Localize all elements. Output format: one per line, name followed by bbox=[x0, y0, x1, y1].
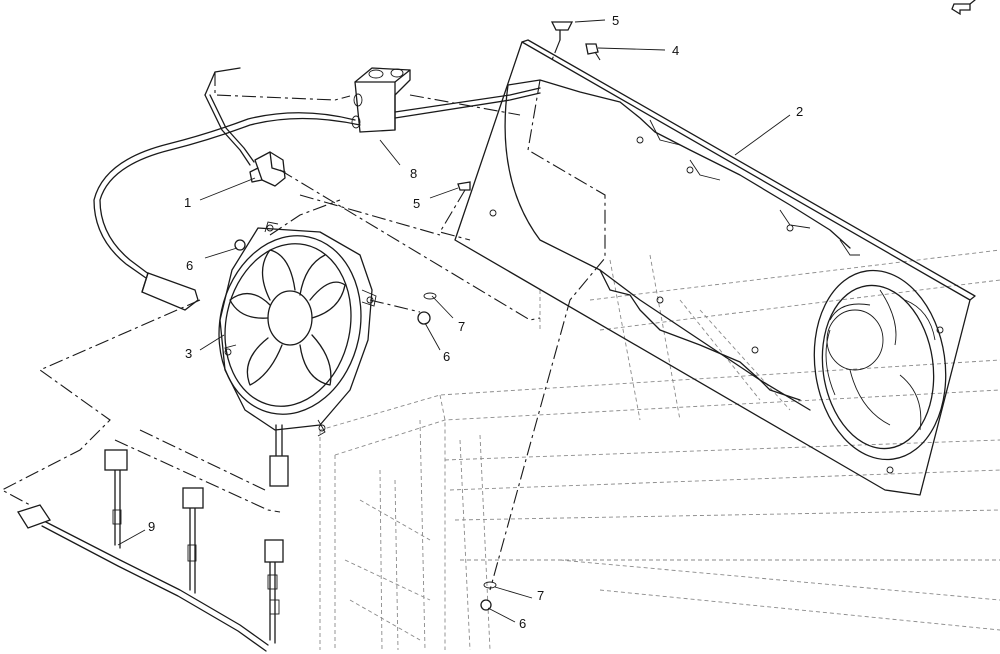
callout-2: 2 bbox=[796, 104, 803, 119]
hardware-fasteners bbox=[234, 21, 599, 611]
callout-7-lower: 7 bbox=[537, 588, 544, 603]
assembly-centerlines bbox=[0, 39, 606, 591]
callout-5-top: 5 bbox=[612, 13, 619, 28]
return-arrow-icon[interactable] bbox=[951, 0, 976, 16]
vehicle-frame-outline bbox=[319, 249, 1000, 651]
callout-6-upper: 6 bbox=[186, 258, 193, 273]
callout-3: 3 bbox=[185, 346, 192, 361]
temperature-sensor-assembly bbox=[93, 67, 541, 311]
callout-6-lower: 6 bbox=[519, 616, 526, 631]
callout-6-middle: 6 bbox=[443, 349, 450, 364]
cooling-fan bbox=[218, 221, 377, 487]
callout-7-upper: 7 bbox=[458, 319, 465, 334]
fan-shroud bbox=[454, 39, 976, 496]
callout-4: 4 bbox=[672, 43, 679, 58]
callout-1: 1 bbox=[184, 195, 191, 210]
leader-lines bbox=[117, 19, 791, 623]
wiring-harness bbox=[17, 449, 284, 652]
callout-labels: 5 4 2 8 1 5 6 7 3 6 9 7 6 bbox=[148, 13, 803, 631]
callout-8: 8 bbox=[410, 166, 417, 181]
callout-5-middle: 5 bbox=[413, 196, 420, 211]
callout-9: 9 bbox=[148, 519, 155, 534]
